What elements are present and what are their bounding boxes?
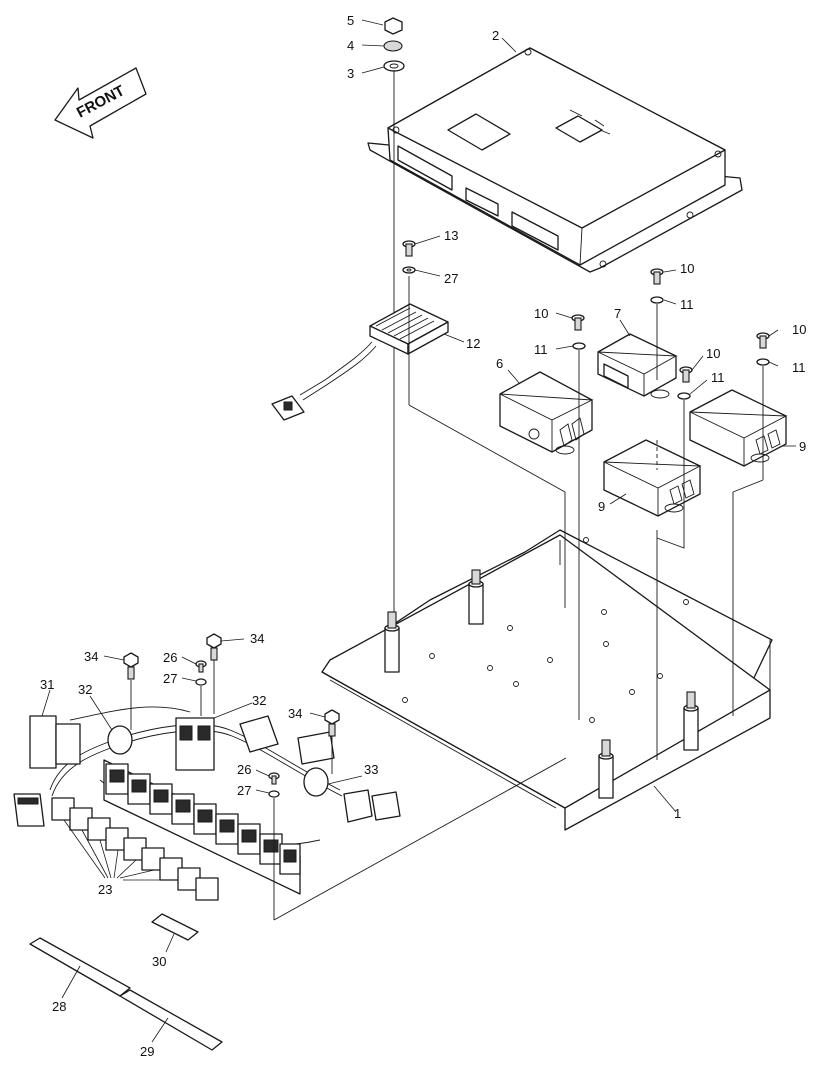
callout-27-bottom: 27 [237,783,251,798]
relay-harness [13,706,401,901]
callout-9-right: 9 [799,439,806,454]
callout-23: 23 [98,882,112,897]
callout-26-top: 26 [163,650,177,665]
callout-32-right: 32 [252,693,266,708]
callout-10-a: 10 [680,261,694,276]
callout-34-top: 34 [250,631,264,646]
callout-34-left: 34 [84,649,98,664]
callout-32-left: 32 [78,682,92,697]
callout-31: 31 [40,677,54,692]
stud-posts [384,569,699,799]
base-plate [321,529,773,831]
nut-and-washers [383,17,405,72]
callout-10-d: 10 [792,322,806,337]
callout-11-b: 11 [534,342,548,357]
callout-10-b: 10 [534,306,548,321]
callout-34-right: 34 [288,706,302,721]
callout-4: 4 [347,38,354,53]
relay-box-9a [603,439,702,517]
callout-11-c: 11 [711,370,725,385]
relay-box-9b [689,389,788,467]
resistor-module [271,303,449,421]
callout-9-left: 9 [598,499,605,514]
relay-box-6 [499,371,594,455]
callout-6: 6 [496,356,503,371]
callout-1: 1 [674,806,681,821]
label-plates [29,913,223,1051]
callout-7: 7 [614,306,621,321]
front-arrow-icon: FRONT [54,67,147,139]
controller-unit [367,47,743,273]
leader-lines [41,19,796,1043]
callout-27-mid: 27 [163,671,177,686]
callout-11-d: 11 [792,360,806,375]
callout-33: 33 [364,762,378,777]
screw-13 [402,240,416,274]
module-7 [597,333,678,399]
callout-29: 29 [140,1044,154,1059]
callout-5: 5 [347,13,354,28]
callout-13: 13 [444,228,458,243]
callout-10-c: 10 [706,346,720,361]
callout-30: 30 [152,954,166,969]
relay-cubes [51,797,219,901]
callouts: 5 4 3 2 13 27 12 10 11 10 11 7 10 11 10 … [40,13,806,1059]
harness-bolts [123,633,340,798]
callout-3: 3 [347,66,354,81]
callout-28: 28 [52,999,66,1014]
callout-11-a: 11 [680,297,694,312]
callout-12: 12 [466,336,480,351]
callout-27-top: 27 [444,271,458,286]
callout-2: 2 [492,28,499,43]
callout-26-bottom: 26 [237,762,251,777]
